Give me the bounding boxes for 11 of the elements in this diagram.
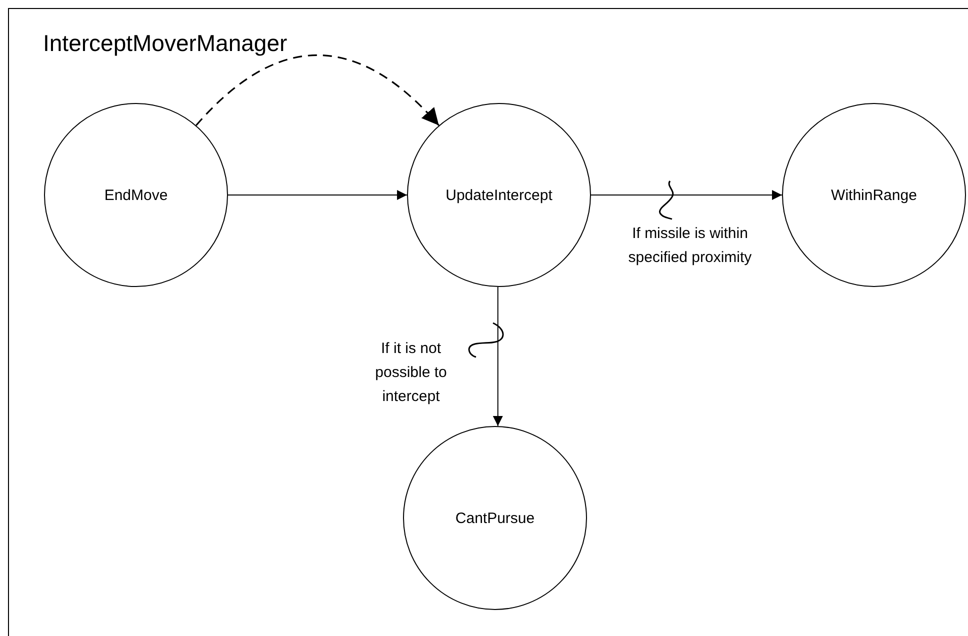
state-name: EndMove <box>104 186 168 204</box>
diagram-title: InterceptMoverManager <box>43 30 288 57</box>
edge-label: If it is not possible to intercept <box>374 339 448 407</box>
state-name: WithinRange <box>831 186 917 204</box>
dashed-arrow <box>196 54 440 126</box>
arrow <box>228 190 408 200</box>
arrow <box>590 190 782 200</box>
arrow <box>492 286 503 426</box>
state-name: CantPursue <box>455 510 535 526</box>
state-name: UpdateIntercept <box>446 186 552 204</box>
edge-label: If missile is within specified proximity <box>627 224 753 268</box>
